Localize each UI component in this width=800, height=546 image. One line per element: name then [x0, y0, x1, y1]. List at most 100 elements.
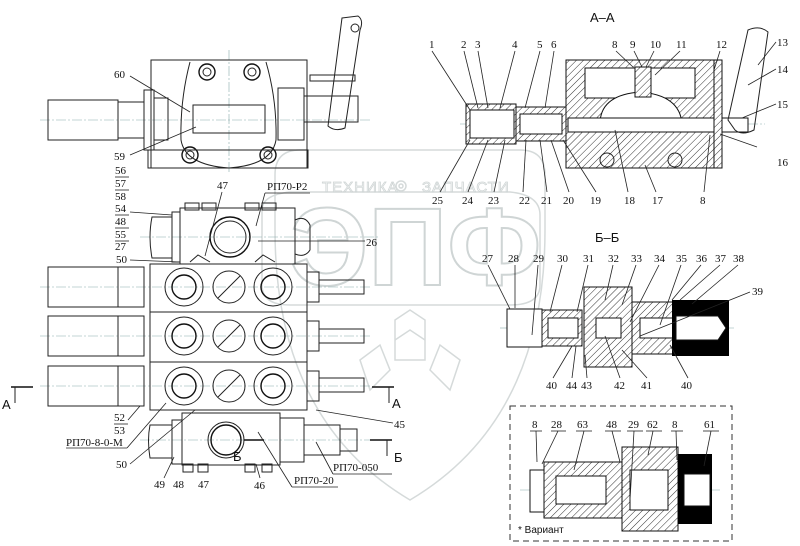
callout-50-bottom: 50 [116, 459, 128, 471]
section-mark-b-inner: Б [233, 449, 242, 464]
section-aa-title: А–А [590, 10, 615, 25]
variant-note: * Вариант [518, 525, 564, 536]
section-mark-a-left: А [2, 386, 33, 412]
svg-text:38: 38 [733, 253, 745, 265]
svg-text:32: 32 [608, 253, 619, 265]
svg-text:30: 30 [557, 253, 569, 265]
callout-58: 58 [115, 191, 127, 203]
variant-drawing [520, 446, 720, 532]
svg-text:13: 13 [777, 37, 789, 49]
work-section-2 [40, 311, 370, 363]
svg-text:41: 41 [641, 380, 652, 392]
callout-47-top: 47 [217, 180, 229, 192]
svg-text:17: 17 [652, 195, 664, 207]
svg-text:5: 5 [537, 39, 543, 51]
callout-55: 55 [115, 229, 127, 241]
svg-text:12: 12 [716, 39, 727, 51]
svg-text:11: 11 [676, 39, 687, 51]
work-sections [40, 263, 370, 411]
svg-text:27: 27 [482, 253, 494, 265]
svg-text:А: А [2, 397, 11, 412]
callout-47-bottom: 47 [198, 479, 210, 491]
svg-text:14: 14 [777, 64, 789, 76]
svg-text:28: 28 [508, 253, 520, 265]
section-aa-drawing [460, 27, 769, 169]
wheat-icon [359, 309, 461, 392]
svg-text:20: 20 [563, 195, 575, 207]
callout-49: 49 [154, 479, 166, 491]
watermark-logo: ЭПФ [290, 186, 541, 309]
svg-text:8: 8 [672, 419, 678, 431]
svg-text:18: 18 [624, 195, 636, 207]
svg-text:35: 35 [676, 253, 688, 265]
svg-text:23: 23 [488, 195, 500, 207]
svg-text:39: 39 [752, 286, 764, 298]
svg-text:31: 31 [583, 253, 594, 265]
svg-text:36: 36 [696, 253, 708, 265]
svg-text:37: 37 [715, 253, 727, 265]
part-code-rp70-8-0-m: РП70-8-0-М [66, 437, 123, 449]
svg-text:6: 6 [551, 39, 557, 51]
svg-text:8: 8 [612, 39, 618, 51]
callout-56: 56 [115, 165, 127, 177]
callout-48: 48 [115, 216, 127, 228]
variant-frame [509, 405, 733, 542]
callout-stack-1: 56 57 58 [115, 165, 129, 203]
svg-text:28: 28 [551, 419, 563, 431]
callout-48: 48 [173, 479, 185, 491]
watermark-right-text: ЗАПЧАСТИ [422, 179, 510, 196]
top-view-part [40, 15, 370, 172]
variant-labels: 8 28 63 48 29 62 8 61 [530, 419, 719, 501]
svg-text:48: 48 [606, 419, 618, 431]
watermark-banner [261, 191, 541, 306]
svg-text:22: 22 [519, 195, 530, 207]
svg-text:33: 33 [631, 253, 643, 265]
section-mark-b-right: Б [370, 439, 403, 465]
callout-59: 59 [114, 151, 126, 163]
svg-text:25: 25 [432, 195, 444, 207]
callout-27: 27 [115, 241, 127, 253]
work-section-3 [40, 361, 370, 411]
svg-text:24: 24 [462, 195, 474, 207]
callout-26: 26 [366, 237, 378, 249]
svg-text:10: 10 [650, 39, 662, 51]
svg-text:29: 29 [533, 253, 545, 265]
svg-text:8: 8 [700, 195, 706, 207]
section-aa-labels: 1 2 3 4 5 6 8 9 10 11 12 13 14 15 16 25 … [429, 37, 789, 207]
svg-text:34: 34 [654, 253, 666, 265]
svg-text:А: А [392, 396, 401, 411]
callout-45: 45 [394, 419, 406, 431]
callout-52: 52 [114, 412, 125, 424]
svg-text:15: 15 [777, 99, 789, 111]
watermark-left-text: ТЕХНИКА [322, 179, 399, 196]
callout-60: 60 [114, 69, 126, 81]
callout-stack-2: 54 48 55 27 [115, 203, 173, 253]
svg-text:2: 2 [461, 39, 467, 51]
gear-icon [395, 180, 407, 192]
svg-text:61: 61 [704, 419, 715, 431]
svg-text:42: 42 [614, 380, 625, 392]
svg-text:Б: Б [394, 450, 403, 465]
svg-text:63: 63 [577, 419, 589, 431]
svg-text:44: 44 [566, 380, 578, 392]
svg-text:21: 21 [541, 195, 552, 207]
callout-50-top: 50 [116, 254, 128, 266]
svg-text:43: 43 [581, 380, 593, 392]
part-code-rp70-050: РП70-050 [333, 462, 379, 474]
svg-text:40: 40 [681, 380, 693, 392]
svg-text:9: 9 [630, 39, 636, 51]
part-code-rp70-r2: РП70-Р2 [267, 181, 307, 193]
svg-text:1: 1 [429, 39, 435, 51]
callout-57: 57 [115, 178, 127, 190]
callout-53: 53 [114, 425, 126, 437]
section-bb-labels: 27 28 29 30 31 32 33 34 35 36 37 38 39 4… [482, 253, 764, 392]
part-code-rp70-20: РП70-20 [294, 475, 334, 487]
svg-text:40: 40 [546, 380, 558, 392]
svg-text:16: 16 [777, 157, 789, 169]
svg-text:62: 62 [647, 419, 658, 431]
svg-text:29: 29 [628, 419, 640, 431]
work-section-1 [40, 263, 370, 313]
svg-text:3: 3 [475, 39, 481, 51]
svg-text:8: 8 [532, 419, 538, 431]
callout-46: 46 [254, 480, 266, 492]
